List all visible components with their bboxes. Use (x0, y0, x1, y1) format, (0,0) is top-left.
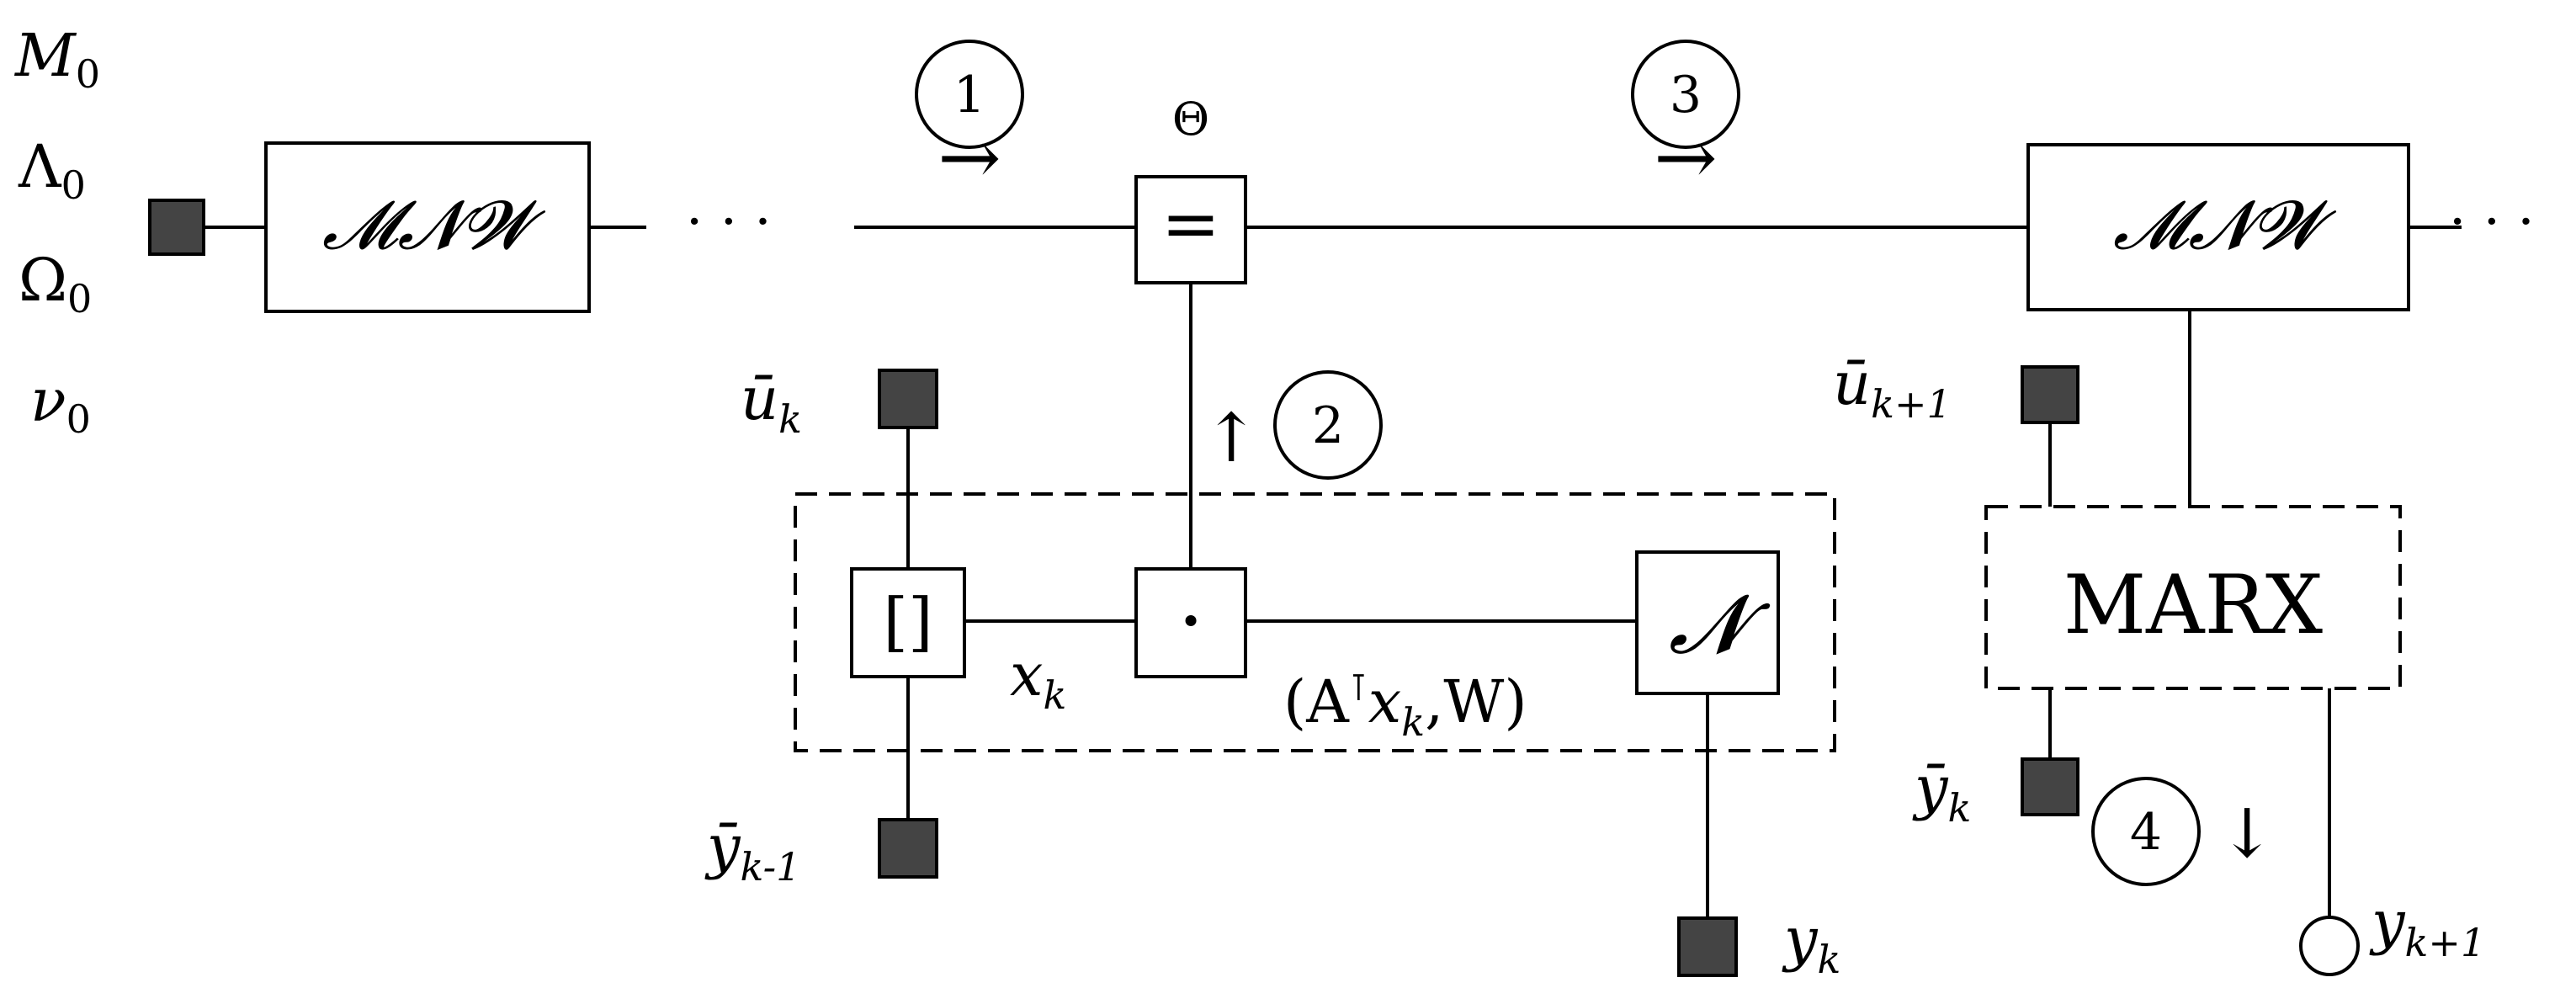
x-k-label: xk (1010, 640, 1066, 718)
message-1-arrow: → (937, 114, 1001, 202)
y-kp1-label: yk+1 (2369, 888, 2485, 965)
message-2-circle (1273, 370, 1383, 480)
product-node (1134, 567, 1247, 678)
u-bar-kp1-label: ūk+1 (1833, 349, 1952, 427)
y-k-label: yk (1782, 905, 1840, 982)
u-bar-k-factor (878, 369, 938, 429)
mnw-label-left: 𝓜𝓝𝓦 (322, 186, 545, 264)
y-bar-km1-factor (878, 818, 938, 879)
message-2-arrow: ↑ (1203, 399, 1259, 477)
normal-block (1635, 550, 1780, 695)
ellipsis-left: · · · (686, 191, 772, 253)
y-k-factor (1677, 916, 1738, 977)
message-3-arrow: → (1654, 114, 1717, 202)
y-bar-km1-label: ȳk-1 (704, 812, 800, 890)
message-3-number: 3 (1670, 66, 1702, 125)
prior-factor (148, 199, 205, 256)
marx-block (1984, 505, 2402, 690)
param-nu0: ν0 (30, 366, 91, 442)
message-1-circle (915, 40, 1024, 149)
initial-params: M0 Λ0 Ω0 ν0 (13, 21, 100, 442)
u-bar-kp1-factor (2021, 365, 2079, 424)
y-bar-k-factor (2021, 757, 2079, 816)
y-bar-k-label: ȳk (1912, 753, 1971, 831)
dashed-group-left (794, 492, 1836, 752)
message-4-number: 4 (2130, 803, 2162, 862)
mnw-block-right (2026, 143, 2410, 311)
marx-label: MARX (2063, 558, 2323, 652)
u-bar-k-label: ūk (741, 364, 802, 442)
message-4-arrow: ↓ (2218, 794, 2275, 873)
message-1-number: 1 (953, 66, 985, 125)
y-kp1-node (2299, 916, 2360, 976)
param-lambda0: Λ0 (18, 132, 86, 208)
param-m0: M0 (13, 21, 100, 97)
param-omega0: Ω0 (19, 246, 92, 321)
mnw-label-right: 𝓜𝓝𝓦 (2113, 186, 2336, 264)
mnw-block-left (264, 141, 591, 313)
bracket-symbol: [] (883, 584, 932, 659)
equality-symbol: = (1161, 183, 1220, 265)
theta-label: Θ (1172, 93, 1209, 146)
message-2-number: 2 (1312, 396, 1344, 455)
ax-w-label: (A⊺xk,W) (1283, 667, 1527, 745)
product-symbol: · (1181, 586, 1201, 656)
message-4-circle (2091, 777, 2201, 886)
ellipsis-right: · · · (2449, 191, 2535, 253)
message-3-circle (1631, 40, 1740, 149)
